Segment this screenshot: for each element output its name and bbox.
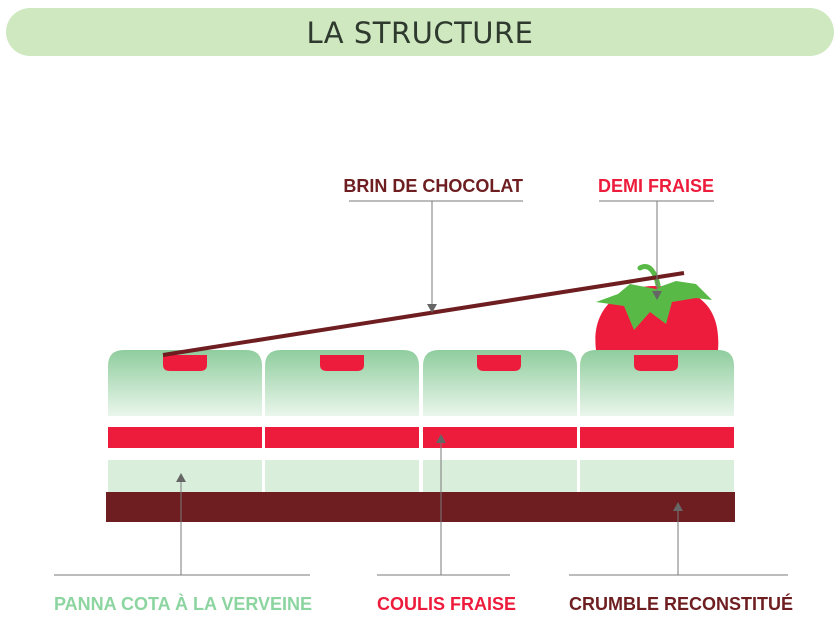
- label-crumble-reconstitue: CRUMBLE RECONSTITUÉ: [569, 593, 793, 614]
- crumble-layer: [106, 492, 735, 522]
- panna-block-3: [423, 350, 577, 416]
- coulis-layer: [108, 427, 734, 448]
- panna-light-layer: [108, 460, 734, 492]
- label-brin-de-chocolat: BRIN DE CHOCOLAT: [343, 176, 523, 196]
- page-title: LA STRUCTURE: [306, 16, 534, 50]
- callout-brin: BRIN DE CHOCOLAT: [343, 176, 523, 313]
- callout-coulis: COULIS FRAISE: [377, 434, 516, 614]
- callout-crumble: CRUMBLE RECONSTITUÉ: [569, 502, 793, 614]
- chocolate-stick: [162, 271, 685, 357]
- label-panna-cota: PANNA COTA À LA VERVEINE: [54, 593, 312, 614]
- title-banner: LA STRUCTURE: [6, 8, 834, 56]
- label-demi-fraise: DEMI FRAISE: [598, 176, 714, 196]
- label-coulis-fraise: COULIS FRAISE: [377, 594, 516, 614]
- panna-block-4: [580, 350, 734, 416]
- panna-cota-layer: [108, 350, 734, 416]
- callout-fraise: DEMI FRAISE: [598, 176, 714, 300]
- coulis-pockets: [163, 355, 678, 371]
- panna-block-2: [265, 350, 419, 416]
- panna-block-1: [108, 350, 262, 416]
- callout-panna: PANNA COTA À LA VERVEINE: [54, 473, 312, 614]
